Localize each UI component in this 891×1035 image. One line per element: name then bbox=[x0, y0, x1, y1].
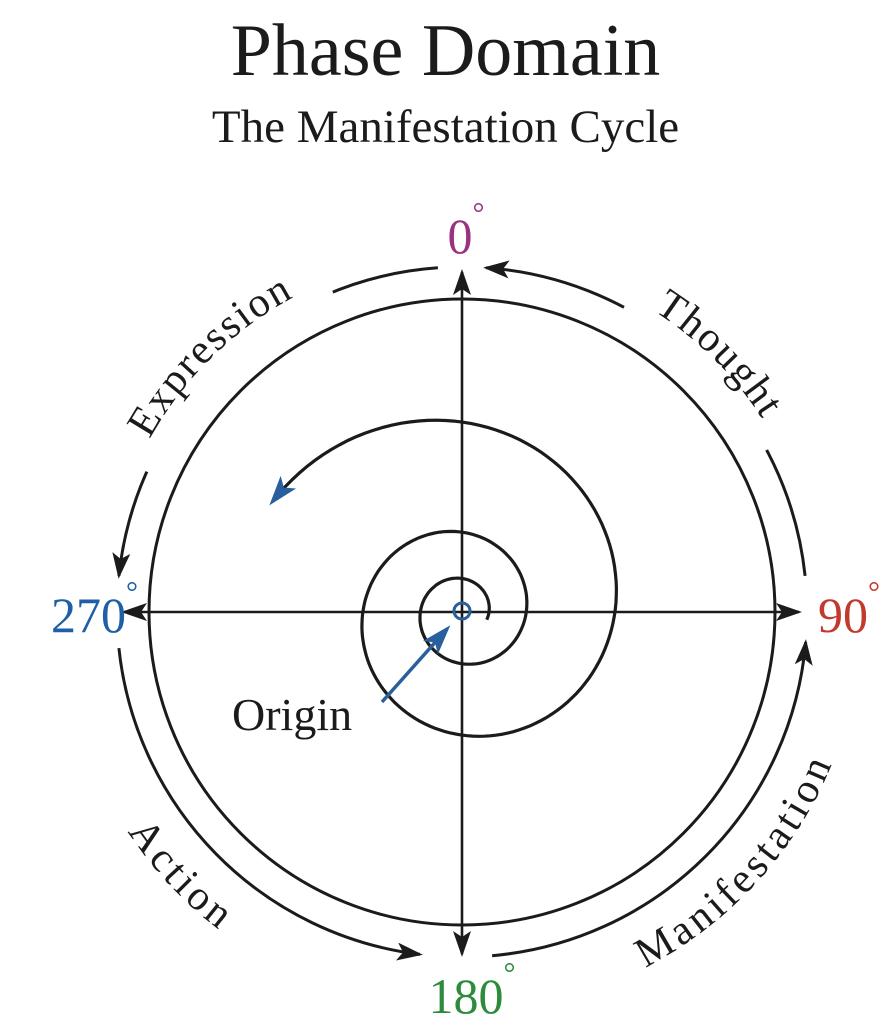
manifestation-spiral bbox=[269, 418, 619, 738]
phase-label-expression: Expression bbox=[119, 265, 301, 444]
page-title: Phase Domain bbox=[230, 10, 661, 92]
arc-action bbox=[117, 647, 423, 961]
phase-label-thought: Thought bbox=[648, 281, 793, 426]
arc-manifestation bbox=[491, 639, 813, 958]
phase-label-action: Action bbox=[119, 811, 244, 940]
phase-label-manifestation: Manifestation bbox=[627, 746, 842, 976]
origin-point bbox=[452, 601, 472, 621]
page-subtitle: The Manifestation Cycle bbox=[211, 101, 680, 153]
origin-label: Origin bbox=[232, 689, 352, 740]
degree-label-180: 180° bbox=[429, 957, 516, 1024]
text-mask-expression bbox=[97, 242, 335, 474]
degree-label-90: 90° bbox=[818, 576, 880, 643]
degree-label-0: 0° bbox=[448, 197, 485, 264]
text-mask-thought bbox=[621, 259, 815, 453]
origin-pointer-arrow bbox=[380, 625, 451, 704]
phase-circle bbox=[147, 297, 777, 927]
degree-label-270: 270° bbox=[51, 576, 138, 643]
